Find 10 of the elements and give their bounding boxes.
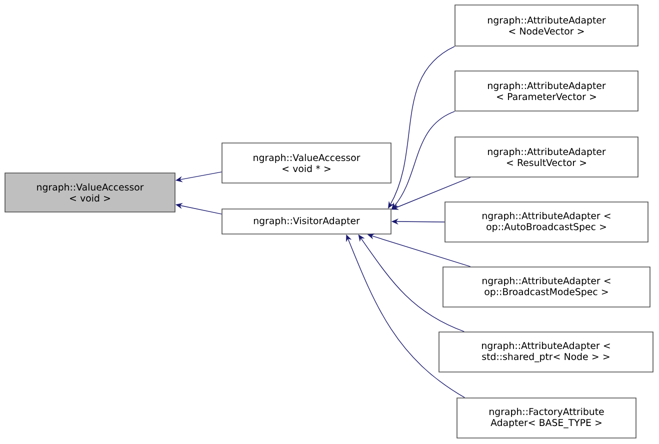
class-box: ngraph::AttributeAdapter < op::BroadcastModeSpec >	[442, 266, 650, 308]
class-box: ngraph::FactoryAttribute Adapter< BASE_TYPE >	[456, 398, 636, 438]
class-box: ngraph::AttributeAdapter < ResultVector >	[454, 136, 638, 178]
class-box: ngraph::ValueAccessor < void * >	[222, 142, 392, 184]
class-box: ngraph::VisitorAdapter	[222, 208, 392, 234]
class-box: ngraph::AttributeAdapter < std::shared_ptr< Node > >	[438, 332, 654, 372]
class-box: ngraph::AttributeAdapter < op::AutoBroadcastSpec >	[444, 202, 648, 242]
class-box: ngraph::AttributeAdapter < ParameterVector >	[454, 70, 638, 112]
class-box: ngraph::ValueAccessor < void >	[4, 172, 176, 212]
class-box: ngraph::AttributeAdapter < NodeVector >	[454, 4, 638, 46]
